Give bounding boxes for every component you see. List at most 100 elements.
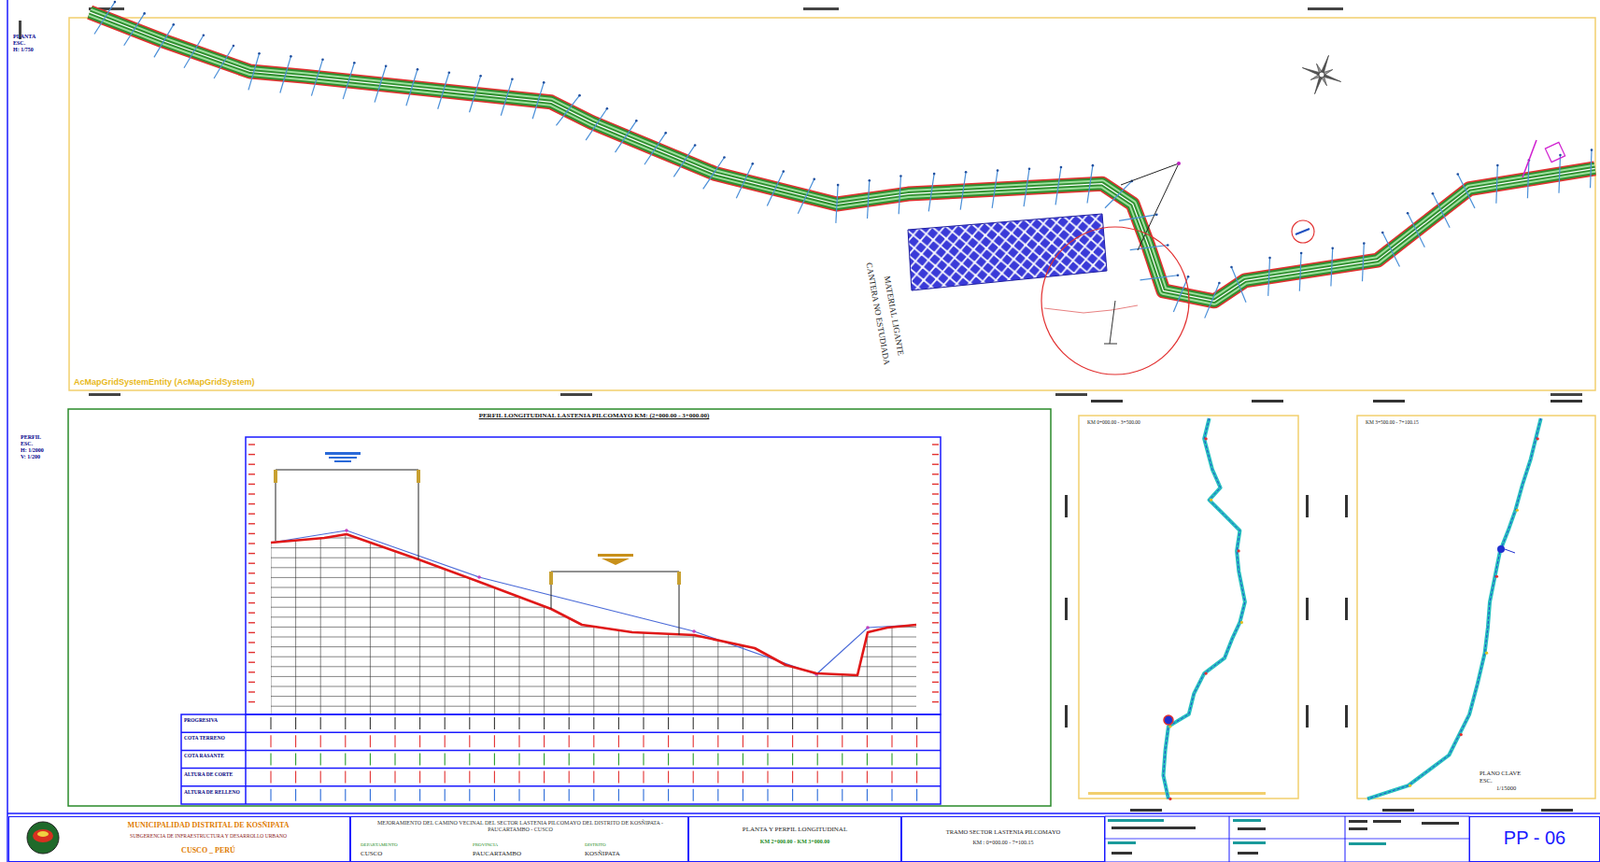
station-value-mark — [792, 717, 793, 730]
station-value-mark — [518, 735, 520, 748]
elevation-tick — [932, 582, 939, 584]
elevation-tick — [248, 582, 255, 584]
cross-section-end — [1060, 166, 1063, 170]
grid-watermark: AcMapGridSystemEntity (AcMapGridSystem) — [73, 377, 255, 387]
cross-section-end — [289, 55, 293, 58]
key-plan-coordinate-mark — [1064, 495, 1068, 518]
station-value-mark — [593, 752, 595, 765]
station-value-mark — [568, 771, 570, 784]
benchmark-symbol — [1544, 141, 1565, 162]
elevation-tick — [248, 453, 255, 455]
station-value-mark — [742, 735, 744, 748]
station-value-mark — [394, 752, 396, 765]
station-value-mark — [642, 735, 644, 748]
station-value-mark — [444, 717, 446, 730]
station-value-mark — [568, 752, 570, 765]
station-value-mark — [618, 717, 620, 730]
grid-coordinate-mark — [1055, 393, 1088, 397]
key-plan-coordinate-mark — [1064, 597, 1068, 621]
project-cell: MEJORAMIENTO DEL CAMINO VECINAL DEL SECT… — [350, 816, 689, 862]
station-value-mark — [841, 771, 843, 784]
elevation-tick — [932, 632, 939, 634]
cross-section-line — [1407, 212, 1425, 247]
elevation-tick — [932, 523, 939, 524]
field-label: DISTRITO — [584, 842, 607, 849]
station-value-mark — [320, 735, 322, 748]
key-plan-coordinate-mark — [1541, 808, 1573, 812]
curve-data-symbol — [328, 456, 357, 459]
key-plan-station — [1515, 509, 1519, 512]
sheet-range: KM 2+000.00 - KM 3+000.00 — [693, 838, 897, 846]
station-value-mark — [394, 735, 396, 748]
cross-section-end — [812, 178, 816, 182]
cross-section-end — [1217, 282, 1221, 285]
station-value-mark — [468, 735, 470, 748]
road-edge — [89, 12, 1596, 301]
survey-point — [1176, 161, 1181, 166]
key-plan-road — [1367, 418, 1542, 800]
station-value-mark — [642, 771, 644, 784]
profile-grid-line — [270, 566, 917, 568]
cross-section-end — [1176, 273, 1180, 277]
profile-grid-line — [270, 596, 917, 598]
title-block-entry — [1111, 851, 1133, 855]
key-plan-coordinate-mark — [1090, 399, 1123, 403]
profile-table-column — [244, 714, 247, 805]
station-value-mark — [543, 735, 545, 748]
cross-section-line — [1558, 155, 1560, 194]
key-plan-coordinate-mark — [1305, 597, 1309, 621]
profile-grid-line — [270, 557, 917, 559]
cross-section-end — [1230, 266, 1233, 270]
station-value-mark — [269, 735, 271, 748]
cross-section-line — [615, 120, 638, 153]
curve-radius-tick — [1104, 343, 1118, 345]
profile-grid-line — [270, 478, 917, 480]
elevation-tick — [932, 473, 939, 475]
cross-section-end — [542, 81, 546, 85]
cross-section-line — [835, 184, 838, 224]
sheet-number-cell: PP - 06 — [1469, 816, 1600, 862]
key-plan-coordinate-mark — [1064, 705, 1068, 728]
profile-frame — [68, 409, 1051, 807]
cross-section-end — [1268, 256, 1272, 260]
grid-coordinate-mark — [1550, 393, 1583, 397]
cross-section-line — [736, 163, 752, 199]
profile-grid-line — [866, 438, 868, 715]
cross-section-end — [664, 131, 667, 135]
benchmark-leader — [1522, 140, 1537, 178]
elevation-tick — [932, 453, 939, 455]
cross-section-line — [1432, 193, 1450, 227]
table-row-label: ALTURA DE CORTE — [184, 771, 233, 778]
profile-grid-line — [270, 577, 917, 579]
station-value-mark — [817, 771, 819, 784]
key-plan-road-axis — [1367, 418, 1542, 800]
elevation-tick — [932, 533, 939, 535]
municipality-logo — [27, 821, 59, 854]
issuer-name: MUNICIPALIDAD DISTRITAL DE KOSÑIPATA — [70, 821, 346, 830]
sheet-border — [7, 812, 1600, 815]
elevation-tick — [932, 701, 939, 703]
profile-table-row — [181, 767, 941, 770]
station-value-mark — [320, 752, 322, 765]
cross-section-end — [384, 64, 388, 68]
profile-grid-line — [568, 438, 570, 715]
key-plan-station — [1209, 498, 1213, 502]
cross-section-end — [1155, 213, 1159, 217]
station-value-mark — [494, 717, 496, 730]
cross-section-line — [867, 180, 870, 219]
profile-grid-line — [892, 438, 893, 715]
cross-section-line — [1268, 257, 1271, 297]
cross-section-line — [1590, 150, 1592, 189]
station-value-mark — [444, 789, 446, 802]
profile-grid-line — [742, 438, 744, 715]
station-value-mark — [593, 717, 595, 730]
station-value-mark — [369, 735, 371, 748]
key-plan-frame — [1357, 415, 1596, 799]
cross-section-line — [1382, 232, 1400, 267]
cross-section-end — [996, 169, 1000, 172]
station-value-mark — [891, 717, 893, 730]
elevation-tick — [248, 503, 255, 505]
issuer-location: CUSCO _ PERÚ — [70, 846, 346, 855]
station-value-mark — [344, 752, 346, 765]
